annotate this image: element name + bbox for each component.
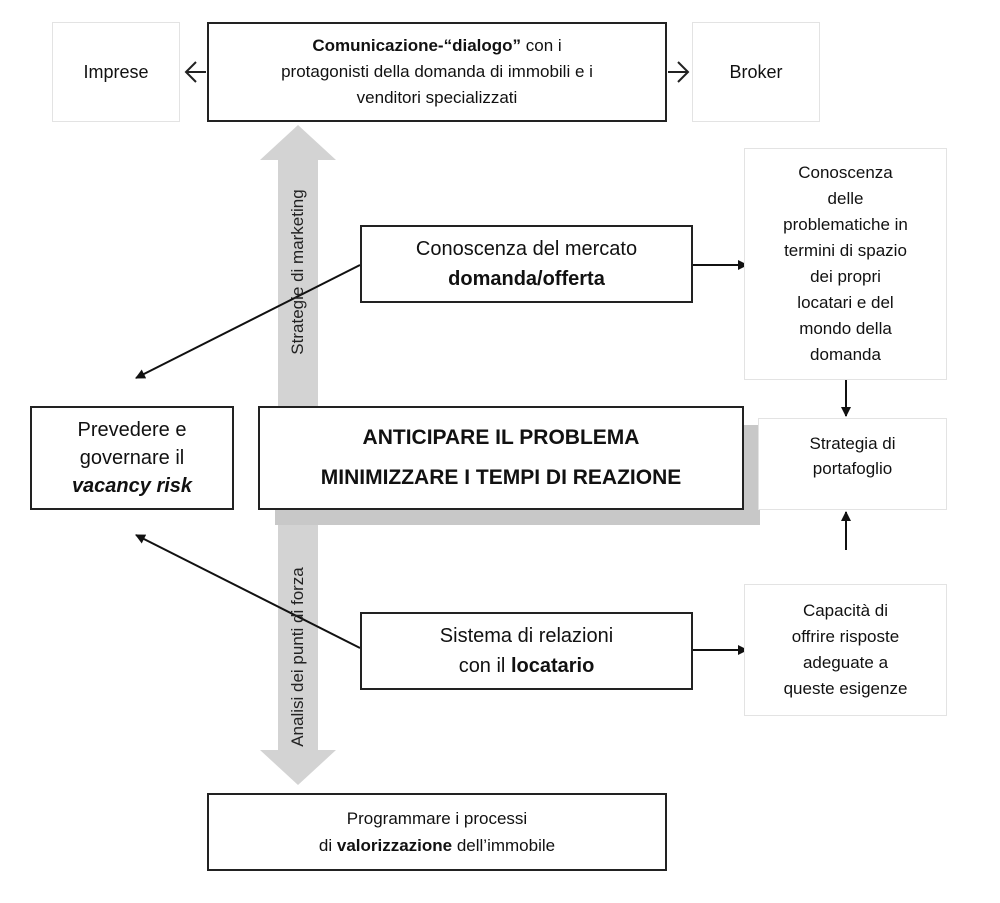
problematiche-line: problematiche in	[783, 215, 908, 234]
box-strategia-portafoglio: Strategia di portafoglio	[758, 418, 947, 510]
box-capacita: Capacità di offrire risposte adeguate a …	[744, 584, 947, 716]
comunicazione-bold: Comunicazione-“dialogo”	[312, 36, 522, 55]
capacita-line: adeguate a	[802, 653, 889, 672]
label-analisi-punti-forza: Analisi dei punti di forza	[288, 567, 307, 747]
anticipare-line1: ANTICIPARE IL PROBLEMA	[362, 426, 640, 449]
programmare-line2-post: dell’immobile	[452, 836, 556, 855]
capacita-line: Capacità di	[802, 601, 889, 620]
box-programmare: Programmare i processi di valorizzazione…	[207, 793, 667, 871]
label-strategie-marketing: Strategie di marketing	[288, 189, 307, 355]
relazioni-line2-pre: con il	[458, 655, 511, 677]
relazioni-line1: Sistema di relazioni	[439, 625, 614, 647]
problematiche-line: dei propri	[810, 267, 881, 286]
broker-label: Broker	[729, 61, 783, 82]
capacita-line: offrire risposte	[791, 627, 900, 646]
imprese-label: Imprese	[83, 61, 149, 82]
arrow-left-to-imprese	[184, 61, 206, 83]
comunicazione-line2: protagonisti della domanda di immobili e…	[281, 62, 593, 81]
box-anticipare: ANTICIPARE IL PROBLEMA MINIMIZZARE I TEM…	[258, 406, 744, 510]
programmare-line2-pre: di	[318, 836, 337, 855]
problematiche-line: delle	[827, 189, 864, 208]
problematiche-line: locatari e del	[797, 293, 894, 312]
arrow-right-to-broker	[668, 61, 690, 83]
box-comunicazione: Comunicazione-“dialogo” con i protagonis…	[207, 22, 667, 122]
box-prevedere: Prevedere e governare il vacancy risk	[30, 406, 234, 510]
box-imprese: Imprese	[52, 22, 180, 122]
arrow-relazioni-to-prevedere	[135, 534, 361, 649]
problematiche-line: Conoscenza	[798, 163, 893, 182]
box-broker: Broker	[692, 22, 820, 122]
mercato-line1: Conoscenza del mercato	[415, 238, 638, 260]
problematiche-line: mondo della	[799, 319, 892, 338]
prevedere-line1: Prevedere e	[77, 419, 187, 441]
comunicazione-rest: con i	[521, 36, 562, 55]
capacita-line: queste esigenze	[783, 679, 908, 698]
problematiche-line: termini di spazio	[784, 241, 907, 260]
box-conoscenza-problematiche: Conoscenza delle problematiche in termin…	[744, 148, 947, 380]
box-sistema-relazioni: Sistema di relazioni con il locatario	[360, 612, 693, 690]
anticipare-line2: MINIMIZZARE I TEMPI DI REAZIONE	[320, 466, 682, 489]
mercato-line2: domanda/offerta	[448, 268, 605, 290]
box-conoscenza-mercato: Conoscenza del mercato domanda/offerta	[360, 225, 693, 303]
strategia-line: Strategia di	[809, 434, 896, 453]
arrow-mercato-to-prevedere	[135, 264, 361, 379]
programmare-line1: Programmare i processi	[346, 809, 528, 828]
comunicazione-line3: venditori specializzati	[356, 88, 518, 107]
programmare-valorizzazione: valorizzazione	[336, 836, 453, 855]
relazioni-locatario: locatario	[510, 655, 595, 677]
problematiche-line: domanda	[810, 345, 881, 364]
strategia-line: portafoglio	[812, 459, 893, 478]
prevedere-vacancy-risk: vacancy risk	[71, 475, 193, 497]
prevedere-line2: governare il	[79, 447, 185, 469]
